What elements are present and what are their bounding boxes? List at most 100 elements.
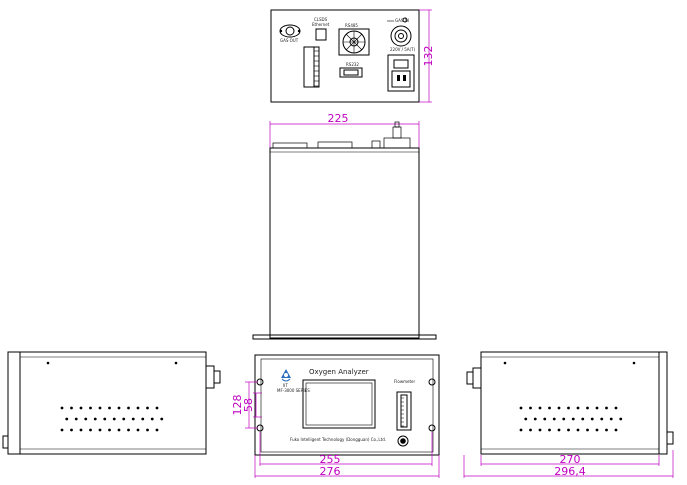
vent-hole xyxy=(576,406,580,410)
fan-icon xyxy=(338,28,370,56)
right-side-view: 270 296,4 xyxy=(463,351,674,478)
flowmeter-gauge xyxy=(396,391,412,431)
vent-hole xyxy=(108,406,111,410)
vent-hole xyxy=(605,428,608,432)
vent-hole xyxy=(79,428,83,432)
vent-hole xyxy=(538,428,542,432)
vent-hole xyxy=(586,428,589,432)
gas-in-fitting xyxy=(390,17,412,47)
front-width-dimensions xyxy=(254,432,440,478)
vent-hole xyxy=(79,406,83,410)
width-dim-276: 276 xyxy=(320,465,341,478)
gas-out-fitting xyxy=(279,24,301,38)
vent-hole xyxy=(529,406,532,410)
vent-hole xyxy=(108,428,111,432)
vent-hole xyxy=(571,417,575,421)
front-panel-outline xyxy=(254,354,440,456)
flowmeter-label: Flowmeter xyxy=(394,379,416,384)
rear-height-dimension xyxy=(419,9,432,103)
serial-port xyxy=(339,67,363,78)
vent-hole xyxy=(70,428,73,432)
width-dim-296-4: 296,4 xyxy=(554,465,586,478)
gas-out-label: GAS OUT xyxy=(280,38,299,43)
left-vent-holes xyxy=(60,406,164,432)
vent-hole xyxy=(136,406,140,410)
top-gas-fitting xyxy=(383,137,411,149)
height-dim-58: 58 xyxy=(242,398,255,412)
rear-panel-view: GAS OUT CLSDS Ethernet RS485 RS232 xyxy=(270,9,435,103)
vent-hole xyxy=(89,428,92,432)
vent-hole xyxy=(84,417,88,421)
model-label: MF-3000 SERIES xyxy=(277,388,310,393)
vent-hole xyxy=(581,417,585,421)
vent-hole xyxy=(65,417,69,421)
left-side-body xyxy=(19,351,207,455)
vent-hole xyxy=(98,428,102,432)
vent-hole xyxy=(60,428,64,432)
top-view: 225 xyxy=(252,112,437,340)
rear-panel-outline xyxy=(270,9,420,103)
vent-hole xyxy=(127,428,130,432)
width-dim-270: 270 xyxy=(560,453,581,466)
vent-hole xyxy=(557,428,561,432)
vent-hole xyxy=(146,428,149,432)
right-side-body xyxy=(480,351,660,455)
vent-hole xyxy=(93,417,97,421)
company-name: Fuko Intelligent Technology (Dongguan) C… xyxy=(290,437,386,442)
vent-hole xyxy=(150,417,154,421)
mount-hole xyxy=(428,378,436,386)
vent-hole xyxy=(112,417,116,421)
vent-hole xyxy=(117,428,121,432)
company-logo-icon xyxy=(281,369,291,382)
vent-hole xyxy=(567,406,570,410)
front-view: IIT MF-3000 SERIES Oxygen Analyzer Flowm… xyxy=(231,354,440,478)
vent-hole xyxy=(155,406,159,410)
left-side-view xyxy=(2,351,221,455)
vent-hole xyxy=(122,417,126,421)
vent-hole xyxy=(160,417,164,421)
rs485-label: RS485 xyxy=(345,23,358,28)
vent-hole xyxy=(89,406,92,410)
vent-hole xyxy=(567,428,570,432)
mount-hole xyxy=(428,424,436,432)
top-view-body xyxy=(269,147,420,339)
height-dim-132: 132 xyxy=(422,46,435,67)
vent-hole xyxy=(538,406,542,410)
vent-hole xyxy=(543,417,547,421)
ethernet-port xyxy=(315,28,327,41)
width-dim-225: 225 xyxy=(328,112,349,125)
right-vent-holes xyxy=(519,406,623,432)
logo-caption: IIT xyxy=(283,383,288,388)
vent-hole xyxy=(519,428,523,432)
vent-hole xyxy=(590,417,594,421)
vent-hole xyxy=(614,428,618,432)
ethernet-label-1: CLSDS xyxy=(314,17,328,22)
vent-hole xyxy=(103,417,107,421)
vent-hole xyxy=(600,417,604,421)
vent-hole xyxy=(98,406,102,410)
rs232-label: RS232 xyxy=(346,62,359,67)
vent-hole xyxy=(524,417,528,421)
vent-hole xyxy=(576,428,580,432)
vent-hole xyxy=(557,406,561,410)
vent-hole xyxy=(127,406,130,410)
vent-hole xyxy=(548,428,551,432)
vent-hole xyxy=(595,428,599,432)
terminal-block xyxy=(303,46,320,88)
vent-hole xyxy=(60,406,64,410)
vent-hole xyxy=(74,417,78,421)
flow-knob-icon xyxy=(397,435,409,447)
gas-in-label: GAS IN xyxy=(395,18,409,23)
vent-hole xyxy=(519,406,523,410)
vent-hole xyxy=(609,417,613,421)
width-dim-255: 255 xyxy=(320,453,341,466)
vent-hole xyxy=(614,406,618,410)
ethernet-label-2: Ethernet xyxy=(312,22,330,27)
power-label: 220V / 5A(T) xyxy=(390,47,416,52)
vent-hole xyxy=(619,417,623,421)
vent-hole xyxy=(548,406,551,410)
right-width-dimensions xyxy=(463,450,674,478)
vent-hole xyxy=(595,406,599,410)
